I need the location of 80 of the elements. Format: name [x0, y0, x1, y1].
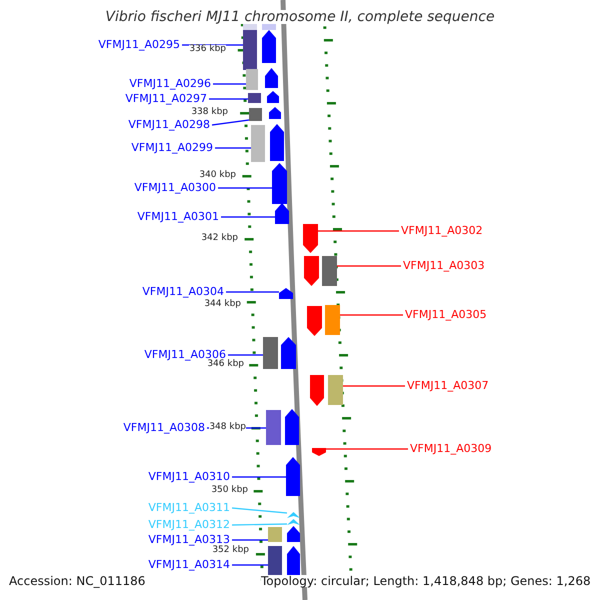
- gene-label: VFMJ11_A0308: [123, 422, 205, 432]
- gene-feature: [312, 448, 326, 456]
- gene-feature: [287, 526, 300, 542]
- gene-feature: [304, 256, 319, 286]
- gene-feature: [269, 107, 281, 119]
- leader-line: [337, 265, 401, 267]
- leader-line: [209, 98, 248, 100]
- gene-feature: [287, 546, 300, 575]
- gene-block: [322, 256, 337, 286]
- leader-line: [228, 354, 263, 356]
- scale-label: 348 kbp: [209, 422, 246, 432]
- gene-label: VFMJ11_A0310: [148, 470, 230, 482]
- gene-feature: [287, 512, 300, 518]
- gene-label: VFMJ11_A0304: [142, 286, 224, 296]
- gene-label: VFMJ11_A0309: [410, 442, 492, 454]
- gene-block: [243, 30, 257, 70]
- gene-feature: [286, 457, 300, 496]
- gene-feature: [270, 124, 284, 161]
- gene-block: [246, 69, 258, 90]
- scale-label: 336 kbp: [189, 44, 226, 54]
- gene-label: VFMJ11_A0313: [148, 534, 230, 544]
- leader-line: [232, 564, 268, 566]
- gene-block: [268, 546, 282, 575]
- gene-label: VFMJ11_A0303: [403, 260, 485, 270]
- gene-block: [249, 108, 262, 121]
- gene-feature: [303, 224, 318, 253]
- leader-line: [340, 314, 403, 316]
- scale-label: 352 kbp: [212, 546, 249, 554]
- gene-label: VFMJ11_A0297: [125, 92, 207, 104]
- leader-line: [232, 539, 268, 541]
- gene-block: [325, 305, 340, 335]
- gene-block: [268, 527, 282, 542]
- gene-feature: [310, 375, 324, 406]
- leader-line: [182, 44, 243, 46]
- gene-label: VFMJ11_A0299: [131, 142, 213, 152]
- leader-line: [226, 291, 279, 293]
- gene-label: VFMJ11_A0302: [401, 224, 483, 236]
- gene-feature: [262, 30, 276, 63]
- leader-line: [232, 507, 288, 514]
- scale-label: 350 kbp: [211, 486, 248, 494]
- gene-feature: [279, 288, 293, 299]
- leader-line: [326, 448, 408, 450]
- gene-label: VFMJ11_A0300: [134, 182, 216, 192]
- leader-line: [221, 216, 275, 218]
- scale-label: 340 kbp: [199, 170, 236, 180]
- gene-label: VFMJ11_A0296: [129, 78, 211, 88]
- leader-line: [318, 230, 399, 232]
- gene-label: VFMJ11_A0311: [148, 502, 230, 512]
- gene-feature: [281, 337, 296, 369]
- gene-block: [263, 337, 278, 369]
- gene-block: [328, 375, 343, 405]
- gene-feature: [307, 306, 322, 336]
- leader-line: [213, 83, 246, 85]
- gene-feature: [265, 68, 278, 88]
- gene-feature: [285, 409, 299, 445]
- gene-label: VFMJ11_A0306: [144, 348, 226, 360]
- gene-block: [251, 125, 265, 162]
- scale-label: 342 kbp: [201, 234, 238, 242]
- gene-feature: [267, 91, 279, 103]
- summary-text: Topology: circular; Length: 1,418,848 bp; Genes: 1,268: [261, 575, 591, 587]
- gene-label: VFMJ11_A0312: [148, 518, 230, 530]
- gene-label: VFMJ11_A0298: [128, 118, 210, 130]
- gene-label: VFMJ11_A0305: [405, 308, 487, 320]
- accession-text: Accession: NC_011186: [9, 575, 146, 587]
- scale-label: 338 kbp: [191, 108, 228, 116]
- gene-feature: [275, 203, 289, 224]
- leader-line: [215, 147, 251, 149]
- gene-label: VFMJ11_A0307: [407, 380, 489, 390]
- gene-block: [248, 93, 261, 103]
- gene-label: VFMJ11_A0301: [137, 210, 219, 222]
- scale-label: 344 kbp: [204, 300, 241, 308]
- leader-line: [212, 119, 250, 126]
- gene-block: [266, 410, 281, 445]
- scale-label: 346 kbp: [207, 360, 244, 368]
- gene-label: VFMJ11_A0295: [98, 38, 180, 50]
- leader-line: [232, 476, 286, 478]
- leader-line: [232, 523, 288, 526]
- gene-label: VFMJ11_A0314: [148, 558, 230, 570]
- leader-line: [343, 385, 405, 387]
- leader-line: [218, 187, 272, 189]
